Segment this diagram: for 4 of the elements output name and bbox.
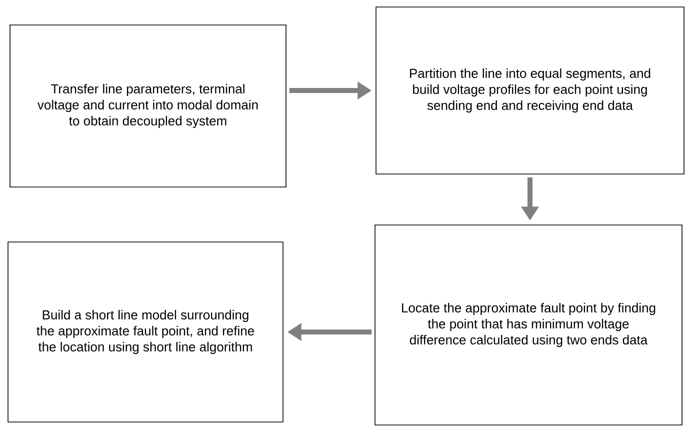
process-box: Transfer line parameters, terminal voltage and current into modal domain to obtain decoupled system <box>10 24 286 188</box>
process-box: Partition the line into equal segments, and build voltage profiles for each point using sending end and receiving end data <box>376 6 684 174</box>
process-box: Locate the approximate fault point by finding the point that has minimum voltage difference calculated using two ends data <box>374 224 682 426</box>
process-box: Build a short line model surrounding the approximate fault point, and refine the location using short line algorithm <box>8 242 284 422</box>
